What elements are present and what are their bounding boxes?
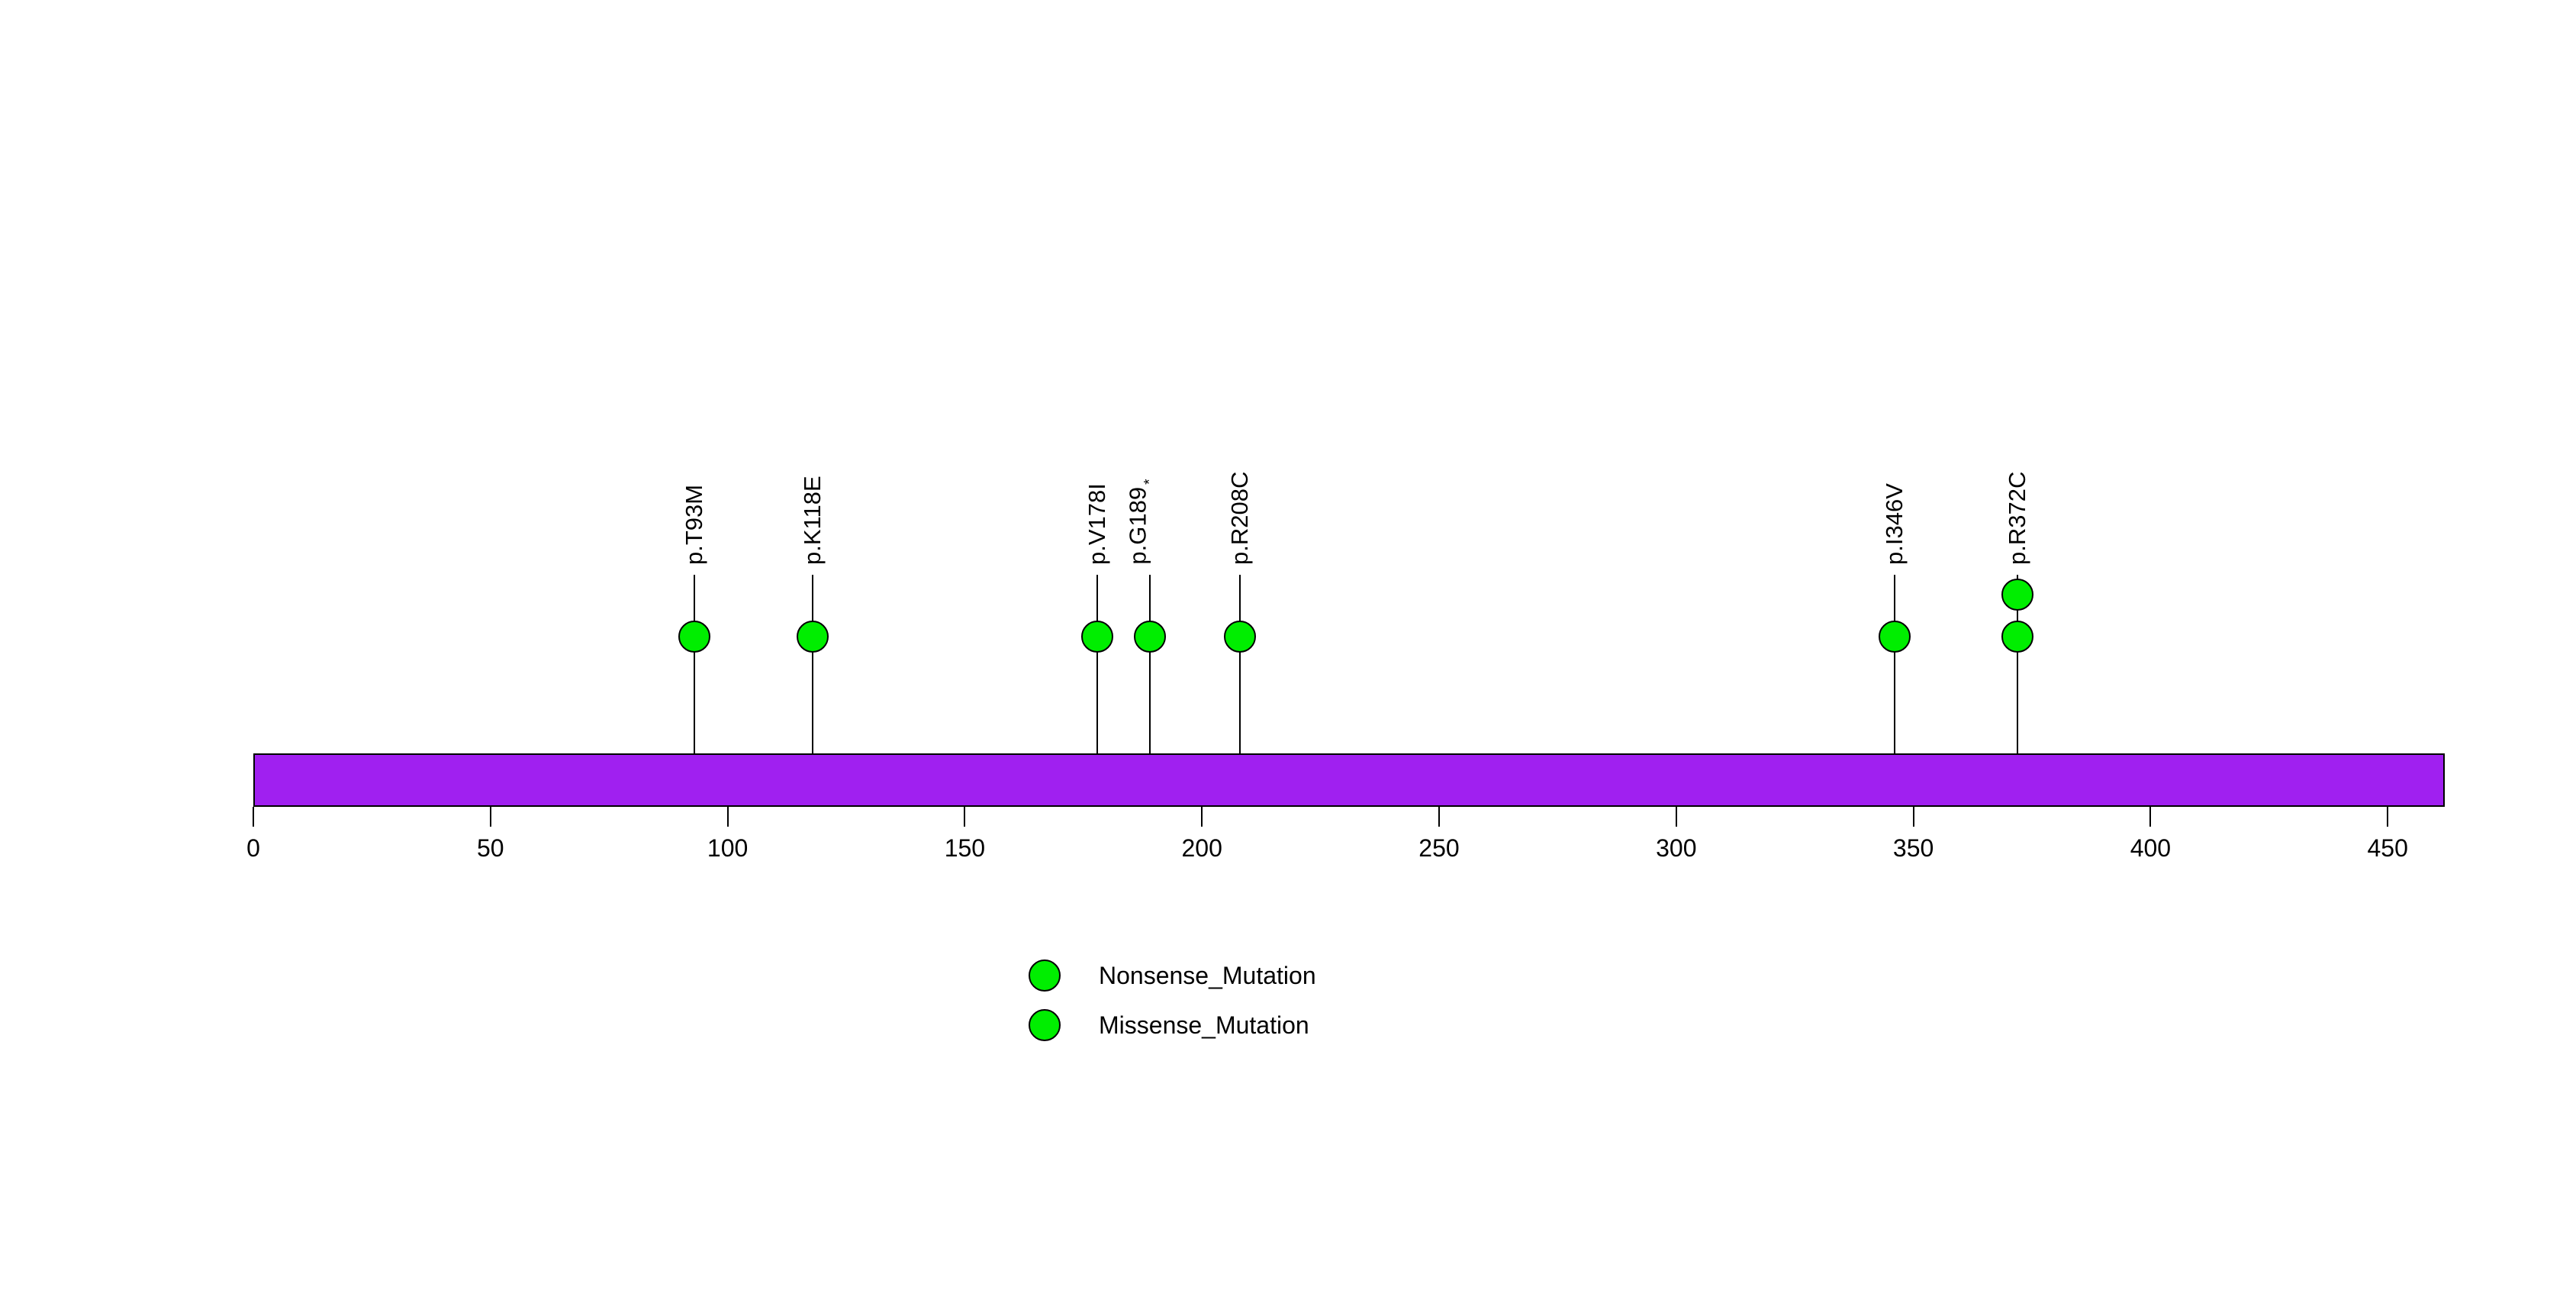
nonsense-mutation-dot-icon bbox=[1029, 959, 1061, 992]
x-tick-label: 0 bbox=[246, 834, 260, 862]
legend-label-nonsense: Nonsense_Mutation bbox=[1099, 961, 1316, 989]
x-tick bbox=[253, 807, 254, 827]
mutation-point bbox=[2001, 579, 2034, 611]
x-tick-label: 350 bbox=[1892, 834, 1934, 862]
x-tick bbox=[1201, 807, 1203, 827]
x-tick bbox=[726, 807, 729, 827]
mutation-point bbox=[678, 621, 711, 653]
x-tick-label: 400 bbox=[2130, 834, 2172, 862]
x-tick bbox=[964, 807, 966, 827]
legend: Nonsense_Mutation Missense_Mutation bbox=[1029, 959, 1316, 1058]
x-tick bbox=[2387, 807, 2389, 827]
mutation-stem bbox=[1096, 575, 1099, 806]
mutation-point bbox=[1081, 621, 1114, 653]
legend-item-nonsense: Nonsense_Mutation bbox=[1029, 959, 1316, 992]
mutation-label: p.R372C bbox=[2004, 471, 2031, 565]
mutation-stem bbox=[1893, 575, 1895, 806]
mutation-stem bbox=[812, 575, 814, 806]
x-tick bbox=[2149, 807, 2152, 827]
legend-label-missense: Missense_Mutation bbox=[1099, 1011, 1309, 1039]
x-tick-label: 150 bbox=[944, 834, 986, 862]
x-tick bbox=[1675, 807, 1677, 827]
legend-item-missense: Missense_Mutation bbox=[1029, 1008, 1316, 1042]
mutation-label: p.T93M bbox=[681, 484, 708, 565]
mutation-label: p.G189* bbox=[1124, 479, 1158, 565]
x-tick-label: 250 bbox=[1418, 834, 1460, 862]
mutation-stem bbox=[2017, 575, 2019, 806]
mutation-label: p.R208C bbox=[1225, 471, 1253, 565]
x-tick-label: 200 bbox=[1181, 834, 1222, 862]
mutation-point bbox=[1223, 621, 1256, 653]
x-tick-label: 450 bbox=[2367, 834, 2408, 862]
stop-codon-star: * bbox=[1141, 479, 1158, 485]
mutation-point bbox=[2001, 621, 2034, 653]
mutation-point bbox=[797, 621, 829, 653]
mutation-point bbox=[1878, 621, 1911, 653]
mutation-label: p.I346V bbox=[1880, 483, 1908, 565]
mutation-stem bbox=[1238, 575, 1241, 806]
x-tick-label: 50 bbox=[477, 834, 504, 862]
mutation-point bbox=[1133, 621, 1166, 653]
x-tick bbox=[1438, 807, 1440, 827]
mutation-stem bbox=[1148, 575, 1151, 806]
x-tick-label: 100 bbox=[707, 834, 749, 862]
x-tick-label: 300 bbox=[1656, 834, 1697, 862]
x-tick bbox=[489, 807, 491, 827]
missense-mutation-dot-icon bbox=[1029, 1009, 1061, 1041]
protein-bar bbox=[253, 753, 2445, 807]
mutation-label: p.V178I bbox=[1084, 483, 1111, 565]
mutation-label: p.K118E bbox=[799, 476, 826, 565]
x-tick bbox=[1912, 807, 1914, 827]
mutation-stem bbox=[694, 575, 696, 806]
